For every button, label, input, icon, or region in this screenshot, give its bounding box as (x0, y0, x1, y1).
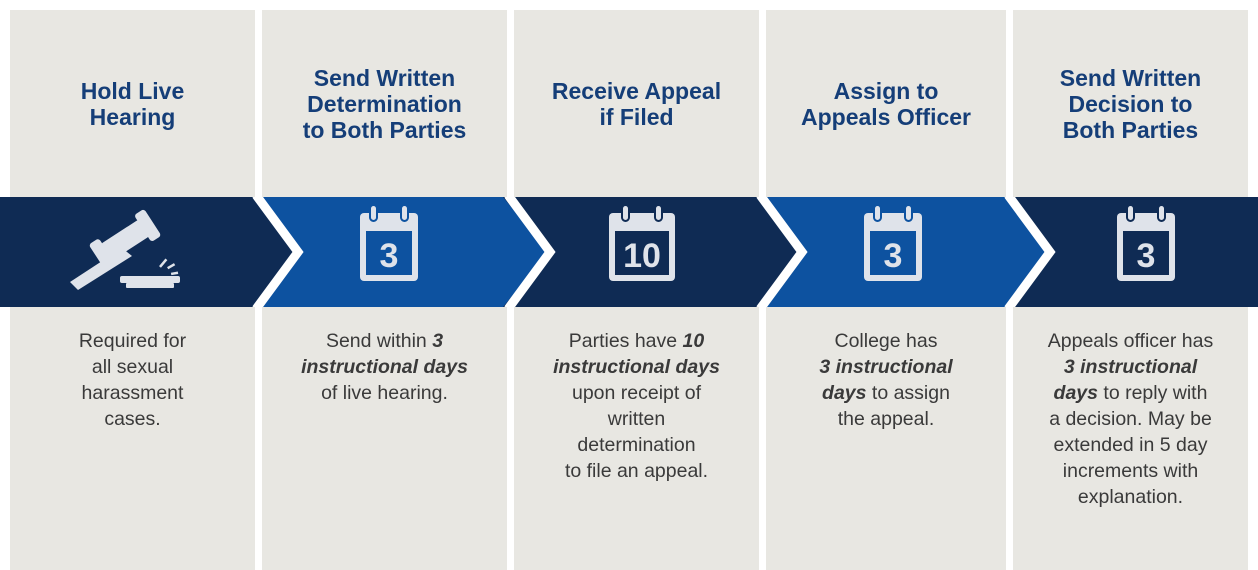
chevron-divider-3 (756, 197, 808, 307)
step-title: Hold Live Hearing (80, 77, 185, 130)
calendar-icon: 3 (360, 205, 418, 281)
step-description: Send within 3 instructional days of live… (301, 330, 468, 404)
chevron-divider-4 (1004, 197, 1056, 307)
step-title: Receive Appeal if Filed (551, 77, 722, 130)
step-description: College has 3 instructional days to assi… (819, 330, 953, 430)
calendar-day-number: 3 (1137, 237, 1156, 275)
step-title: Assign to Appeals Officer (801, 77, 971, 130)
gavel-icon (70, 209, 180, 290)
chevron-divider-2 (504, 197, 556, 307)
calendar-day-number: 3 (380, 237, 399, 275)
calendar-day-number: 3 (884, 237, 903, 275)
chevron-divider-1 (252, 197, 304, 307)
calendar-icon: 3 (864, 205, 922, 281)
calendar-icon: 3 (1117, 205, 1175, 281)
calendar-day-number: 10 (623, 237, 661, 275)
step-title: Send Written Determination to Both Parti… (302, 64, 467, 143)
step-title: Send Written Decision to Both Parties (1059, 64, 1202, 143)
step-description: Appeals officer has 3 instructional days… (1047, 330, 1214, 508)
calendar-icon: 10 (609, 205, 675, 281)
step-description: Required for all sexual harassment cases… (78, 330, 187, 430)
step-description: Parties have 10 instructional days upon … (553, 330, 720, 482)
